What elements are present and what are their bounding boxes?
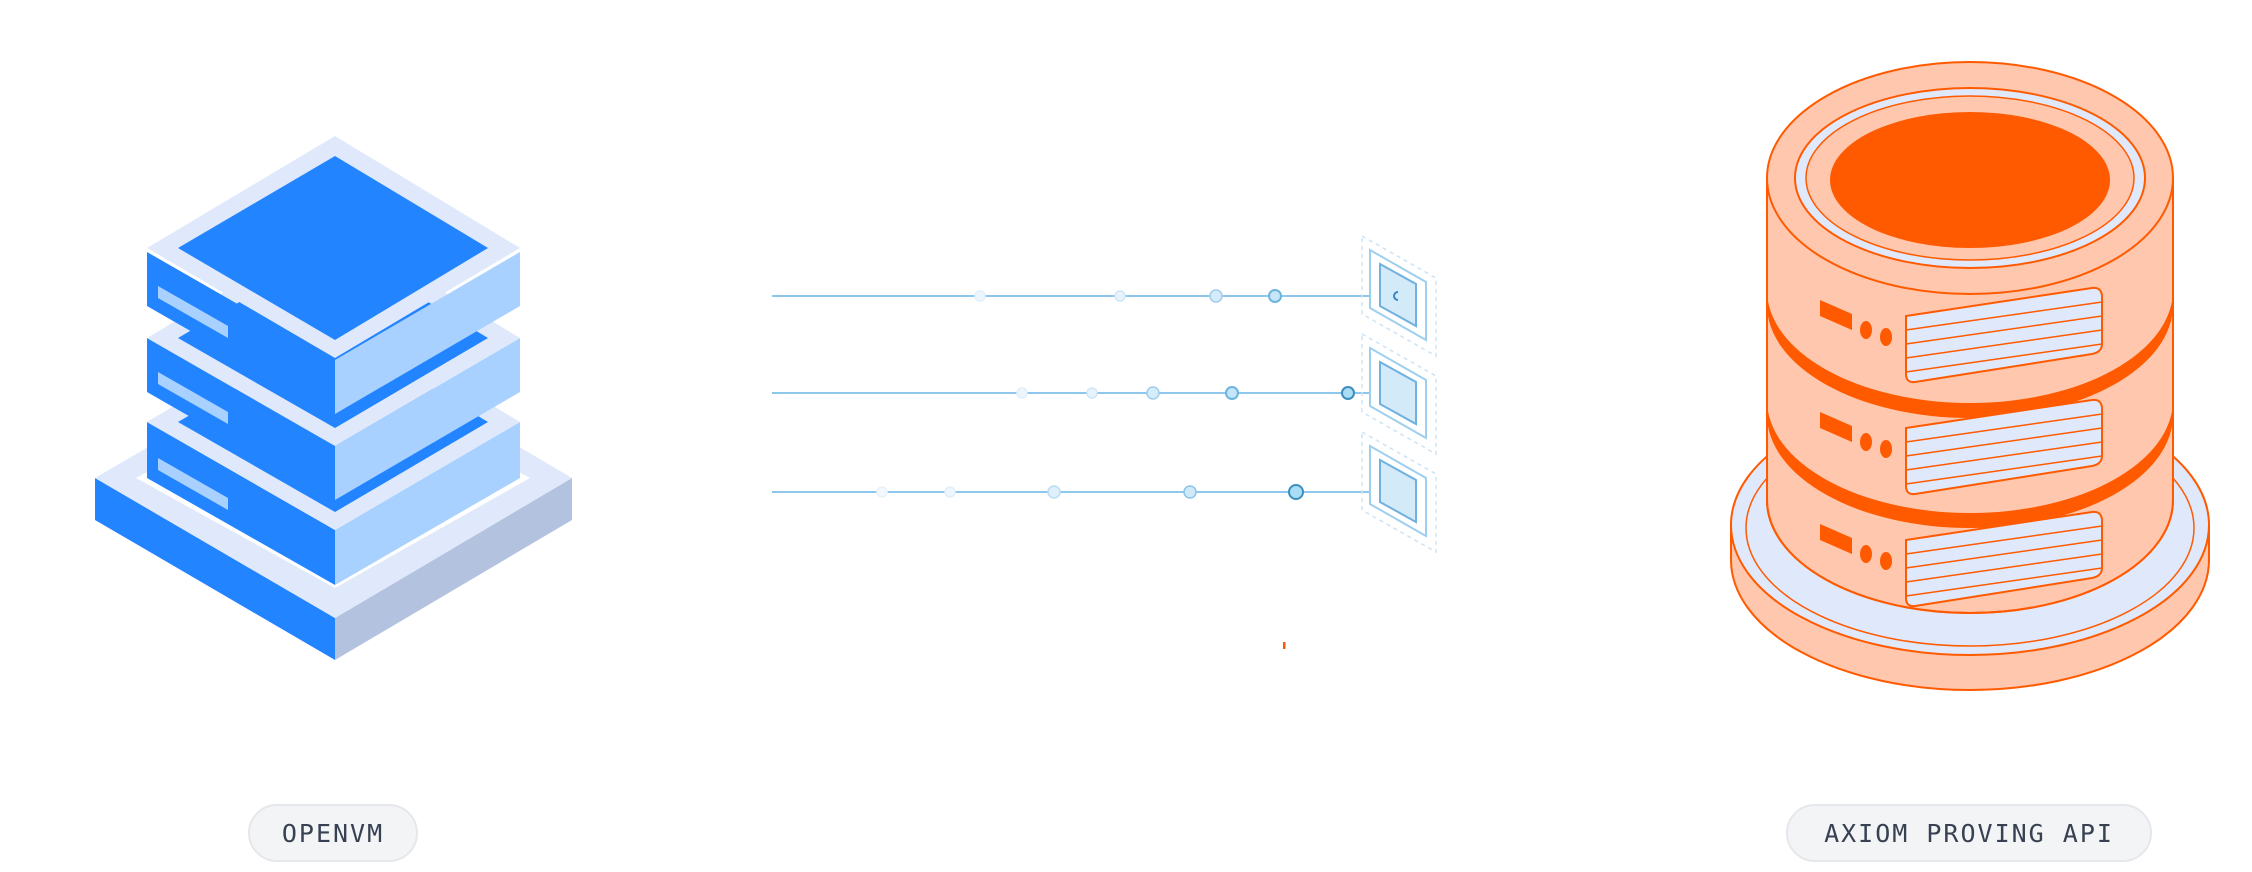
layered-stack-icon xyxy=(95,136,572,660)
axiom-proving-api-label: AXIOM PROVING API xyxy=(1786,804,2152,862)
server-bay-1 xyxy=(1820,286,2103,384)
server-bay-2 xyxy=(1820,398,2103,496)
transfer-particles-3 xyxy=(876,484,1304,500)
openvm-label: OPENVM xyxy=(248,804,418,862)
server-bay-3 xyxy=(1820,510,2103,608)
proof-transfer-lines-icon xyxy=(772,234,1437,649)
server-database-icon xyxy=(1730,61,2210,691)
transfer-particles-1 xyxy=(974,289,1282,303)
server-bottom-rim xyxy=(1766,499,2174,614)
orange-marker xyxy=(1283,642,1286,649)
receiver-chip-1 xyxy=(1361,234,1437,358)
stack-layer-top xyxy=(147,136,520,414)
server-top xyxy=(1766,61,2174,295)
receiver-chip-3 xyxy=(1361,430,1437,554)
receiver-chip-2 xyxy=(1361,332,1437,456)
transfer-particles-2 xyxy=(1016,386,1355,400)
